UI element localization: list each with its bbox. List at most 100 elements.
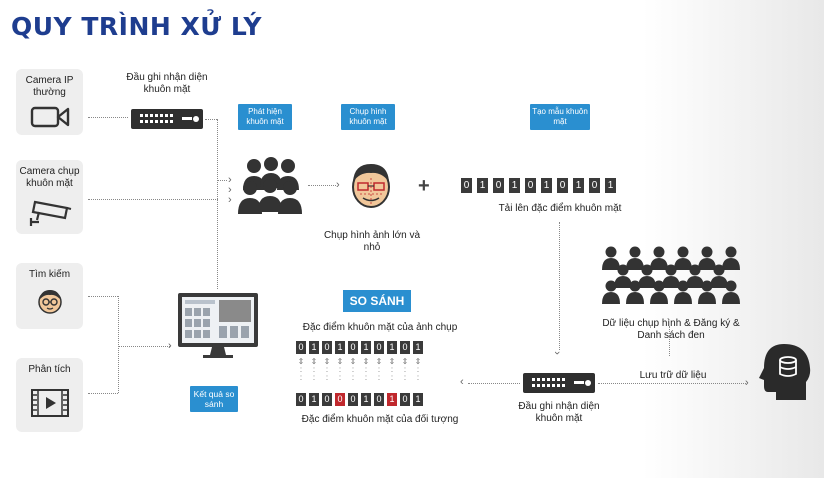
bit-cell: 0 [493, 178, 504, 193]
compare-bottom-caption: Đặc điểm khuôn mặt của đối tượng [301, 414, 459, 425]
bit-cell: 0 [296, 393, 306, 406]
person-body [674, 292, 692, 304]
bit-cell: 1 [361, 341, 371, 354]
person-head [725, 280, 737, 292]
bit-cell: 0 [322, 341, 332, 354]
upload-caption: Tải lên đặc điểm khuôn mặt [498, 203, 622, 214]
plus-sign: + [418, 175, 430, 197]
person-head [725, 246, 737, 258]
bit-cell: 0 [348, 341, 358, 354]
capture-caption: Chụp hình ảnh lớn và nhỏ [323, 230, 421, 253]
tag-capture: Chụp hình khuôn mặt [341, 104, 395, 130]
page-title: QUY TRÌNH XỬ LÝ [11, 12, 263, 41]
bit-cell: 0 [461, 178, 472, 193]
bit-cell: 0 [525, 178, 536, 193]
bit-cell: 0 [322, 393, 332, 406]
bit-cell: 1 [477, 178, 488, 193]
compare-top-caption: Đặc điểm khuôn mặt của ảnh chụp [302, 322, 458, 333]
bit-cell: 1 [509, 178, 520, 193]
person-head [605, 280, 617, 292]
compare-arrow: ⇕:: [297, 357, 305, 382]
nvr-top-label: Đầu ghi nhận diện khuôn mặt [126, 72, 208, 95]
storage-head-icon [759, 344, 811, 400]
compare-arrow: ⇕:: [375, 357, 383, 382]
person-body [602, 258, 620, 270]
person-head [605, 246, 617, 258]
compare-arrow: ⇕:: [362, 357, 370, 382]
camera-ip-box[interactable]: Camera IP thường [16, 69, 83, 135]
person-body [698, 258, 716, 270]
camera-face-label: Camera chụp khuôn mặt [19, 166, 80, 189]
camera-icon [30, 106, 69, 128]
people-group-icon [238, 157, 302, 214]
person-head [713, 264, 725, 276]
monitor-icon [178, 293, 258, 358]
person-body [650, 258, 668, 270]
person-body [626, 292, 644, 304]
bit-cell: 0 [335, 393, 345, 406]
person-head [665, 264, 677, 276]
nvr-top-icon [131, 109, 203, 129]
captured-face-icon [352, 164, 390, 208]
search-label: Tìm kiếm [28, 269, 71, 280]
person-body [710, 276, 728, 288]
person-head [701, 280, 713, 292]
camera-face-box[interactable]: Camera chụp khuôn mặt [16, 160, 83, 234]
compare-arrow: ⇕:: [336, 357, 344, 382]
person-body [698, 292, 716, 304]
video-play-icon [30, 389, 69, 417]
compare-arrow: ⇕:: [349, 357, 357, 382]
person-body [626, 258, 644, 270]
tag-result: Kết quả so sánh [190, 386, 238, 412]
person-head [617, 264, 629, 276]
person-body [650, 292, 668, 304]
compare-arrow: ⇕:: [401, 357, 409, 382]
bit-cell: 1 [413, 393, 423, 406]
bit-cell: 1 [309, 341, 319, 354]
analysis-box[interactable]: Phân tích [16, 358, 83, 432]
camera-ip-label: Camera IP thường [25, 75, 74, 98]
face-search-icon [37, 290, 62, 314]
person-head [641, 264, 653, 276]
person-body [662, 276, 680, 288]
bit-cell: 1 [413, 341, 423, 354]
tag-template: Tạo mẫu khuôn mặt [530, 104, 590, 130]
bit-cell: 1 [573, 178, 584, 193]
bit-cell: 0 [557, 178, 568, 193]
storage-caption: Lưu trữ dữ liệu [639, 370, 707, 381]
person-body [674, 258, 692, 270]
person-body [722, 258, 740, 270]
bit-cell: 1 [309, 393, 319, 406]
bit-cell: 0 [400, 393, 410, 406]
person-head [701, 246, 713, 258]
person-head [653, 246, 665, 258]
nvr-bottom-label: Đầu ghi nhận diện khuôn mặt [518, 401, 600, 424]
analysis-label: Phân tích [28, 364, 71, 375]
bit-cell: 1 [361, 393, 371, 406]
cctv-icon [29, 200, 71, 226]
person-body [602, 292, 620, 304]
bit-cell: 1 [541, 178, 552, 193]
bit-cell: 0 [589, 178, 600, 193]
person-body [686, 276, 704, 288]
database-people-icon [602, 246, 740, 304]
person-head [689, 264, 701, 276]
person-head [677, 246, 689, 258]
person-body [638, 276, 656, 288]
bit-cell: 1 [605, 178, 616, 193]
compare-title: SO SÁNH [343, 290, 411, 312]
compare-arrows: ⇕::⇕::⇕::⇕::⇕::⇕::⇕::⇕::⇕::⇕:: [296, 358, 423, 382]
bit-cell: 0 [400, 341, 410, 354]
bit-cell: 0 [348, 393, 358, 406]
bit-cell: 0 [296, 341, 306, 354]
bit-cell: 1 [387, 393, 397, 406]
person-body [722, 292, 740, 304]
person-head [677, 280, 689, 292]
bit-cell: 0 [374, 341, 384, 354]
tag-detect: Phát hiện khuôn mặt [238, 104, 292, 130]
search-box[interactable]: Tìm kiếm [16, 263, 83, 329]
compare-arrow: ⇕:: [388, 357, 396, 382]
bit-cell: 1 [335, 341, 345, 354]
